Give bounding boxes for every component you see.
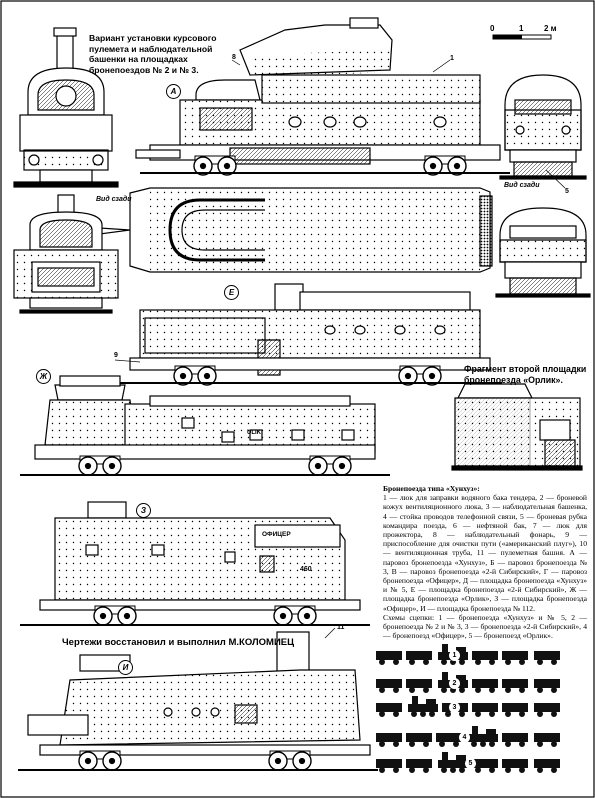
car-plan-view-b: [99, 187, 493, 273]
armored-car-view-zh: [20, 375, 390, 476]
view-letter: Ж: [36, 369, 51, 384]
view-letter: А: [166, 84, 181, 99]
view-letter: З: [136, 503, 151, 518]
callout: 8: [232, 54, 236, 61]
legend-text: 1 — люк для заправки водяного бака тенде…: [383, 493, 587, 613]
car-rear-view-top: [499, 74, 587, 180]
armored-car-view-e: [112, 283, 502, 385]
callout: 5: [565, 188, 569, 195]
loco-front-view-a: [13, 27, 119, 188]
legend-block: Бронепоезда типа «Хунхуз»: 1 — люк для з…: [383, 484, 587, 640]
view-letter: Е: [224, 285, 239, 300]
scheme-number: 4: [459, 732, 470, 743]
armored-car-view-z: [20, 501, 370, 626]
callout: 9: [114, 352, 118, 359]
turret-variant-note: Вариант установки курсового пулемета и н…: [89, 33, 217, 75]
scheme-number: 2: [449, 678, 460, 689]
fragment-title: Фрагмент второй площадки бронепоезда «Ор…: [464, 364, 587, 385]
view-label-rear: Вид сзади: [504, 182, 540, 189]
scheme-number: 1: [449, 650, 460, 661]
car-marking: ОФИЦЕР: [262, 531, 291, 538]
scale-bar: [492, 34, 552, 40]
armored-car-view-i: [18, 631, 378, 771]
view-letter: И: [118, 660, 133, 675]
armored-car-view-d: [135, 17, 510, 175]
scheme-number: 5: [465, 758, 476, 769]
scale-label: 2 м: [544, 24, 557, 33]
scale-label: 1: [519, 24, 524, 33]
loco-rear-view: [13, 194, 119, 314]
scale-label: 0: [490, 24, 495, 33]
scheme-number: 3: [449, 702, 460, 713]
drawing-credit: Чертежи восстановил и выполнил М.КОЛОМИЕ…: [62, 637, 295, 648]
orlik-fragment: [451, 383, 583, 471]
leader-lines: [114, 59, 566, 639]
view-label-rear: Вид сзади: [96, 196, 132, 203]
legend-schemes: Схемы сцепки: 1 — бронепоезда «Хунхуз» и…: [383, 612, 587, 641]
car-rear-view-bottom: [495, 207, 591, 298]
callout: 1: [450, 55, 454, 62]
car-number: 460: [300, 566, 312, 573]
coupling-schemes: [376, 644, 560, 773]
callout: 11: [337, 624, 345, 631]
legend-title: Бронепоезда типа «Хунхуз»:: [383, 484, 480, 493]
car-marking: ULIK: [247, 430, 261, 436]
